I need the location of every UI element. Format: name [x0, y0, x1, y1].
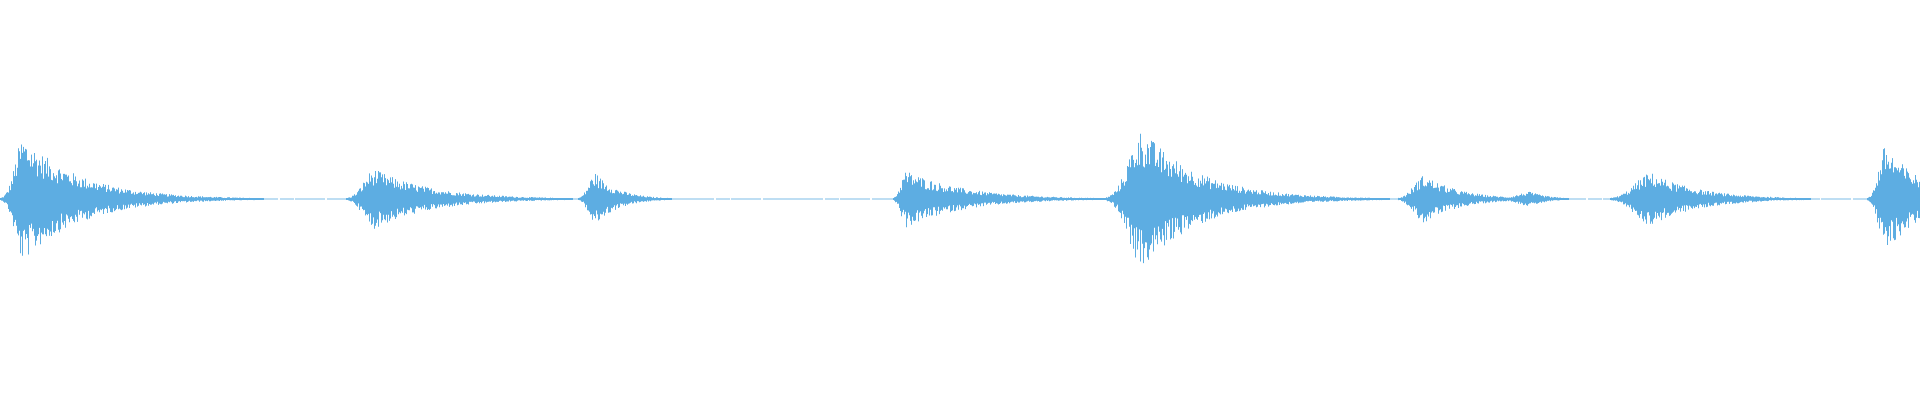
waveform-samples	[0, 133, 1920, 264]
waveform-signal	[0, 133, 1920, 264]
